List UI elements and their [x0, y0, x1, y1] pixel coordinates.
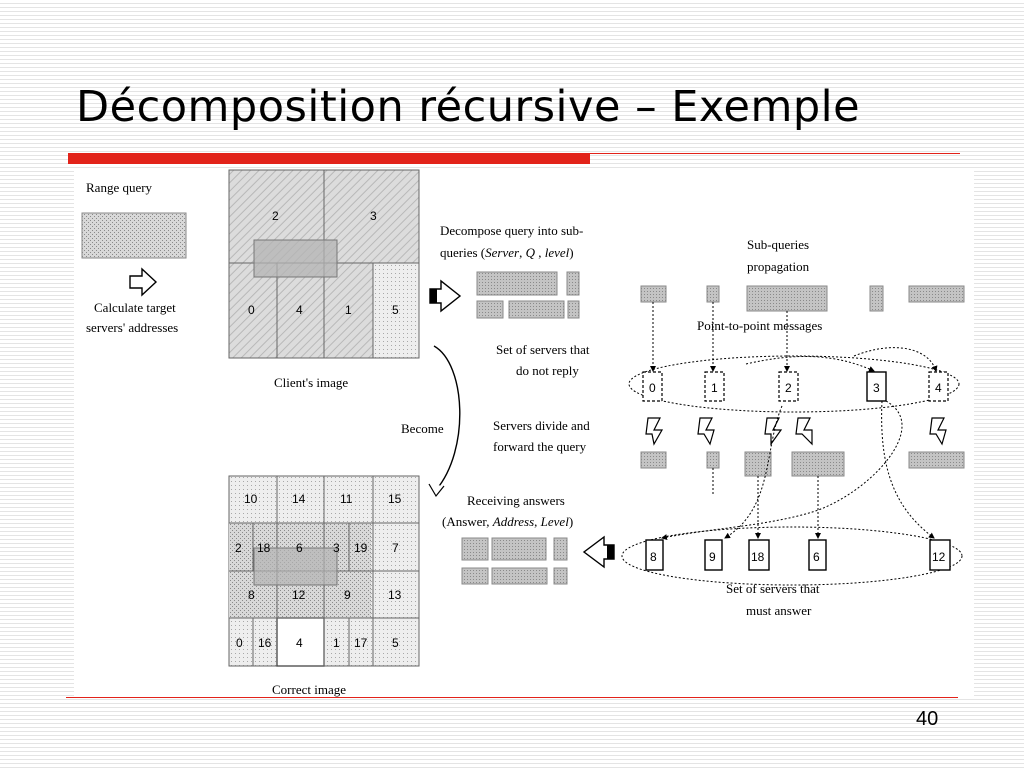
svg-text:9: 9	[709, 550, 716, 564]
subqueries-label-line1: Sub-queries	[747, 237, 809, 252]
correct-cell-1: 1	[333, 636, 340, 650]
page-number: 40	[916, 708, 939, 730]
no-reply-server-2: 2	[778, 371, 799, 402]
correct-cell-12: 12	[292, 588, 306, 602]
calculate-label-line1: Calculate target	[94, 300, 176, 315]
correct-cell-14: 14	[292, 492, 306, 506]
answer-server-18: 18	[748, 539, 770, 571]
recursive-decomposition-diagram: Range query Calculate target servers' ad…	[74, 168, 974, 698]
clients-image-caption: Client's image	[274, 375, 348, 390]
svg-text:8: 8	[650, 550, 657, 564]
decompose-arrow-tail-icon	[430, 289, 437, 303]
client-cell-3: 3	[370, 209, 377, 223]
divide-label-line1: Servers divide and	[493, 418, 590, 433]
svg-text:2: 2	[785, 381, 792, 395]
correct-cell-6: 6	[296, 541, 303, 555]
calculate-arrow-icon	[129, 267, 158, 297]
svg-text:0: 0	[649, 381, 656, 395]
correct-cell-8: 8	[248, 588, 255, 602]
title-underline-thin	[590, 153, 960, 154]
propagation-connectors	[650, 302, 938, 372]
correct-cell-2: 2	[235, 541, 242, 555]
become-arrowhead-icon	[428, 483, 445, 498]
no-reply-label-line1: Set of servers that	[496, 342, 590, 357]
footer-rule	[66, 697, 958, 698]
svg-text:4: 4	[935, 381, 942, 395]
decompose-label-line1: Decompose query into sub-	[440, 223, 583, 238]
svg-text:1: 1	[711, 381, 718, 395]
no-reply-group-outline	[628, 355, 960, 413]
no-reply-server-4: 4	[928, 371, 949, 402]
p2p-label: Point-to-point messages	[697, 318, 822, 333]
client-cell-0: 0	[248, 303, 255, 317]
become-label: Become	[401, 421, 444, 436]
answer-server-12: 12	[929, 539, 951, 571]
svg-text:18: 18	[751, 550, 765, 564]
correct-cell-16: 16	[258, 636, 272, 650]
svg-text:3: 3	[873, 381, 880, 395]
answer-server-6: 6	[808, 539, 827, 571]
diagram-canvas: Range query Calculate target servers' ad…	[81, 169, 965, 697]
correct-cell-3: 3	[333, 541, 340, 555]
correct-cell-10: 10	[244, 492, 258, 506]
svg-text:6: 6	[813, 550, 820, 564]
must-answer-label-line1: Set of servers that	[726, 581, 820, 596]
decompose-label-line2: queries (Server, Q , level)	[440, 245, 574, 260]
propagation-blocks	[640, 285, 965, 312]
receiving-arrow-tail-icon	[607, 545, 614, 559]
must-answer-group-outline	[621, 526, 963, 586]
correct-cell-7: 7	[392, 541, 399, 555]
svg-text:12: 12	[932, 550, 946, 564]
subquery-blocks	[476, 271, 580, 319]
correct-image-caption: Correct image	[272, 682, 346, 697]
calculate-label-line2: servers' addresses	[86, 320, 178, 335]
correct-cell-5: 5	[392, 636, 399, 650]
client-cell-2: 2	[272, 209, 279, 223]
slide-title: Décomposition récursive – Exemple	[76, 82, 861, 132]
title-underline-red	[68, 153, 590, 164]
divide-label-line2: forward the query	[493, 439, 587, 454]
answer-connectors	[661, 400, 935, 541]
receiving-label-line1: Receiving answers	[467, 493, 565, 508]
answer-blocks	[461, 537, 568, 585]
correct-cell-13: 13	[388, 588, 402, 602]
answer-server-8: 8	[645, 539, 664, 571]
forward-lightning-icons	[645, 417, 947, 446]
no-reply-server-1: 1	[704, 371, 725, 402]
receiving-label-line2: (Answer, Address, Level)	[442, 514, 573, 529]
no-reply-server-3: 3	[866, 371, 887, 402]
correct-cell-11: 11	[340, 492, 353, 506]
client-query-overlay	[253, 239, 338, 278]
correct-cell-18: 18	[257, 541, 271, 555]
correct-cell-17: 17	[354, 636, 368, 650]
range-query-rect	[81, 212, 187, 259]
correct-cell-15: 15	[388, 492, 402, 506]
correct-query-overlay	[253, 547, 338, 586]
forward-blocks	[640, 451, 965, 477]
client-cell-5: 5	[392, 303, 399, 317]
no-reply-label-line2: do not reply	[516, 363, 579, 378]
client-image-grid	[228, 169, 420, 359]
become-arrow-icon	[433, 345, 461, 491]
correct-cell-0: 0	[236, 636, 243, 650]
client-cell-1: 1	[345, 303, 352, 317]
answer-server-9: 9	[704, 539, 723, 571]
subqueries-label-line2: propagation	[747, 259, 810, 274]
correct-cell-9: 9	[344, 588, 351, 602]
client-cell-4: 4	[296, 303, 303, 317]
correct-image-grid	[228, 475, 420, 667]
range-query-label: Range query	[86, 180, 153, 195]
must-answer-label-line2: must answer	[746, 603, 812, 618]
no-reply-server-0: 0	[642, 371, 663, 402]
correct-cell-4: 4	[296, 636, 303, 650]
correct-cell-19: 19	[354, 541, 368, 555]
